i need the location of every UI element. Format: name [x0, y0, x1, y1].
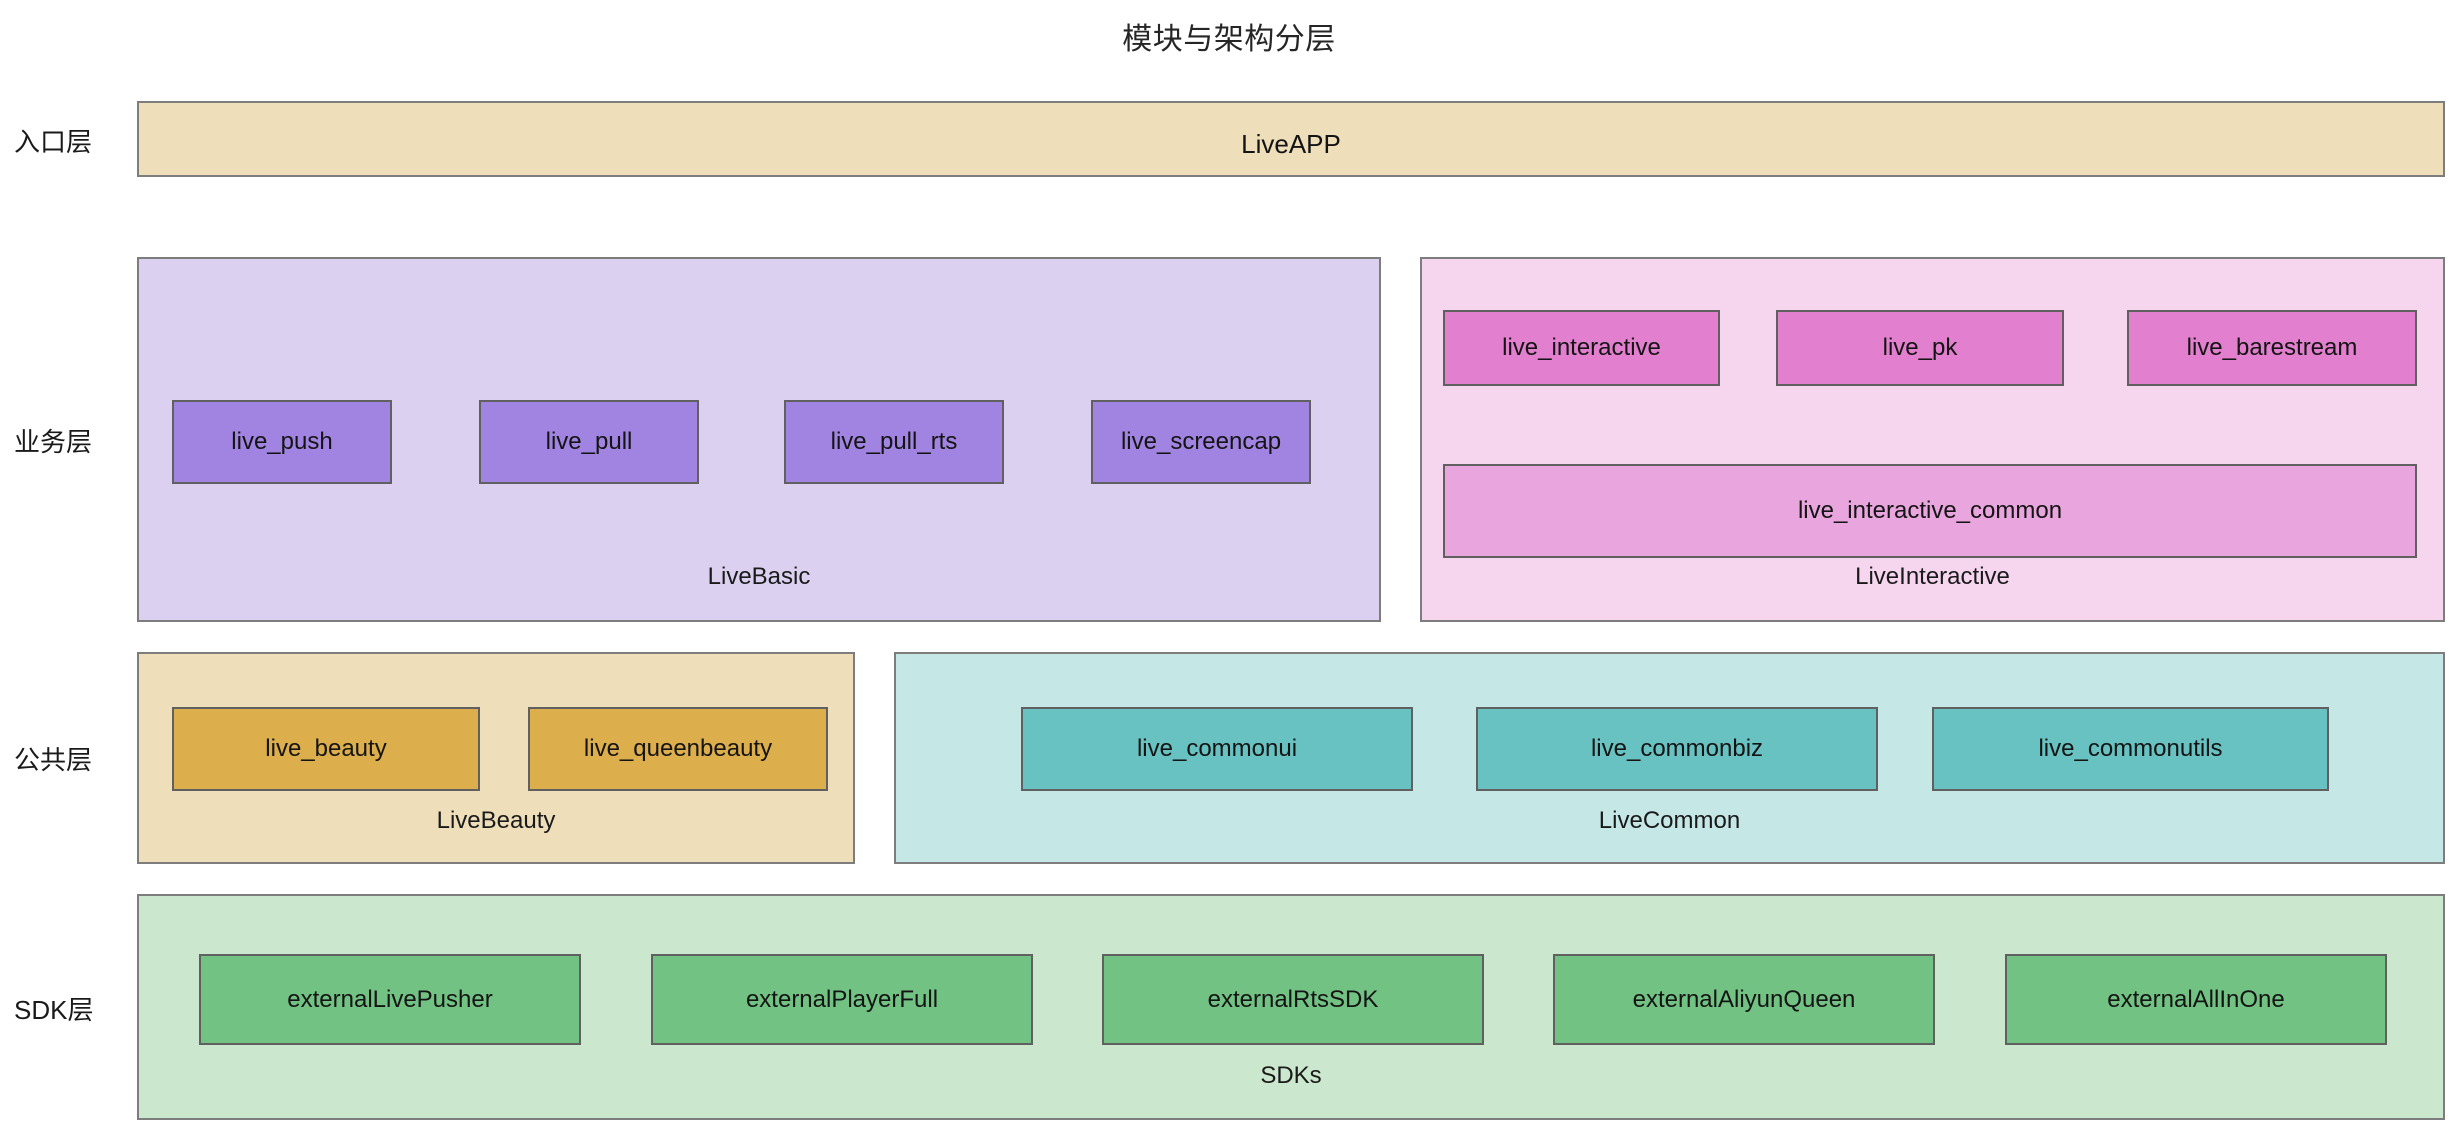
module-external-live-pusher[interactable]: externalLivePusher [199, 954, 581, 1045]
group-livebasic[interactable]: live_push live_pull live_pull_rts live_s… [137, 257, 1381, 622]
group-livebeauty-label: LiveBeauty [436, 807, 556, 834]
layer-label-public: 公共层 [14, 745, 93, 775]
group-liveapp-label: LiveAPP [1241, 129, 1341, 159]
module-live-commonbiz[interactable]: live_commonbiz [1476, 707, 1878, 791]
module-live-commonutils[interactable]: live_commonutils [1932, 707, 2329, 791]
group-livecommon[interactable]: live_commonui live_commonbiz live_common… [894, 652, 2445, 864]
group-liveapp[interactable]: LiveAPP [137, 101, 2445, 177]
group-livebeauty[interactable]: live_beauty live_queenbeauty LiveBeauty [137, 652, 855, 864]
layer-label-business: 业务层 [14, 427, 93, 457]
module-external-aliyun-queen[interactable]: externalAliyunQueen [1553, 954, 1935, 1045]
module-live-queenbeauty[interactable]: live_queenbeauty [528, 707, 828, 791]
module-external-all-in-one[interactable]: externalAllInOne [2005, 954, 2387, 1045]
module-live-commonui[interactable]: live_commonui [1021, 707, 1413, 791]
group-livebasic-label: LiveBasic [707, 563, 811, 590]
module-live-interactive-common[interactable]: live_interactive_common [1443, 464, 2417, 558]
layer-row-public: 公共层 live_beauty live_queenbeauty LiveBea… [0, 652, 2458, 864]
group-sdks[interactable]: externalLivePusher externalPlayerFull ex… [137, 894, 2445, 1120]
module-live-pk[interactable]: live_pk [1776, 310, 2064, 386]
module-live-barestream[interactable]: live_barestream [2127, 310, 2417, 386]
layer-row-sdk: SDK层 externalLivePusher externalPlayerFu… [0, 894, 2458, 1120]
module-live-push[interactable]: live_push [172, 400, 392, 484]
module-live-beauty[interactable]: live_beauty [172, 707, 480, 791]
module-live-screencap[interactable]: live_screencap [1091, 400, 1311, 484]
module-live-pull-rts[interactable]: live_pull_rts [784, 400, 1004, 484]
group-sdks-label: SDKs [1260, 1062, 1322, 1089]
layer-label-entry: 入口层 [14, 127, 93, 157]
group-livecommon-label: LiveCommon [1598, 807, 1741, 834]
page-title: 模块与架构分层 [1122, 23, 1336, 56]
module-external-player-full[interactable]: externalPlayerFull [651, 954, 1033, 1045]
layer-label-sdk: SDK层 [14, 995, 94, 1025]
group-liveinteractive[interactable]: live_interactive live_pk live_barestream… [1420, 257, 2445, 622]
layer-row-entry: 入口层 LiveAPP [0, 101, 2458, 177]
group-liveinteractive-label: LiveInteractive [1855, 563, 2010, 590]
layer-row-business: 业务层 live_push live_pull live_pull_rts li… [0, 257, 2458, 622]
module-live-interactive[interactable]: live_interactive [1443, 310, 1720, 386]
module-external-rts-sdk[interactable]: externalRtsSDK [1102, 954, 1484, 1045]
module-live-pull[interactable]: live_pull [479, 400, 699, 484]
